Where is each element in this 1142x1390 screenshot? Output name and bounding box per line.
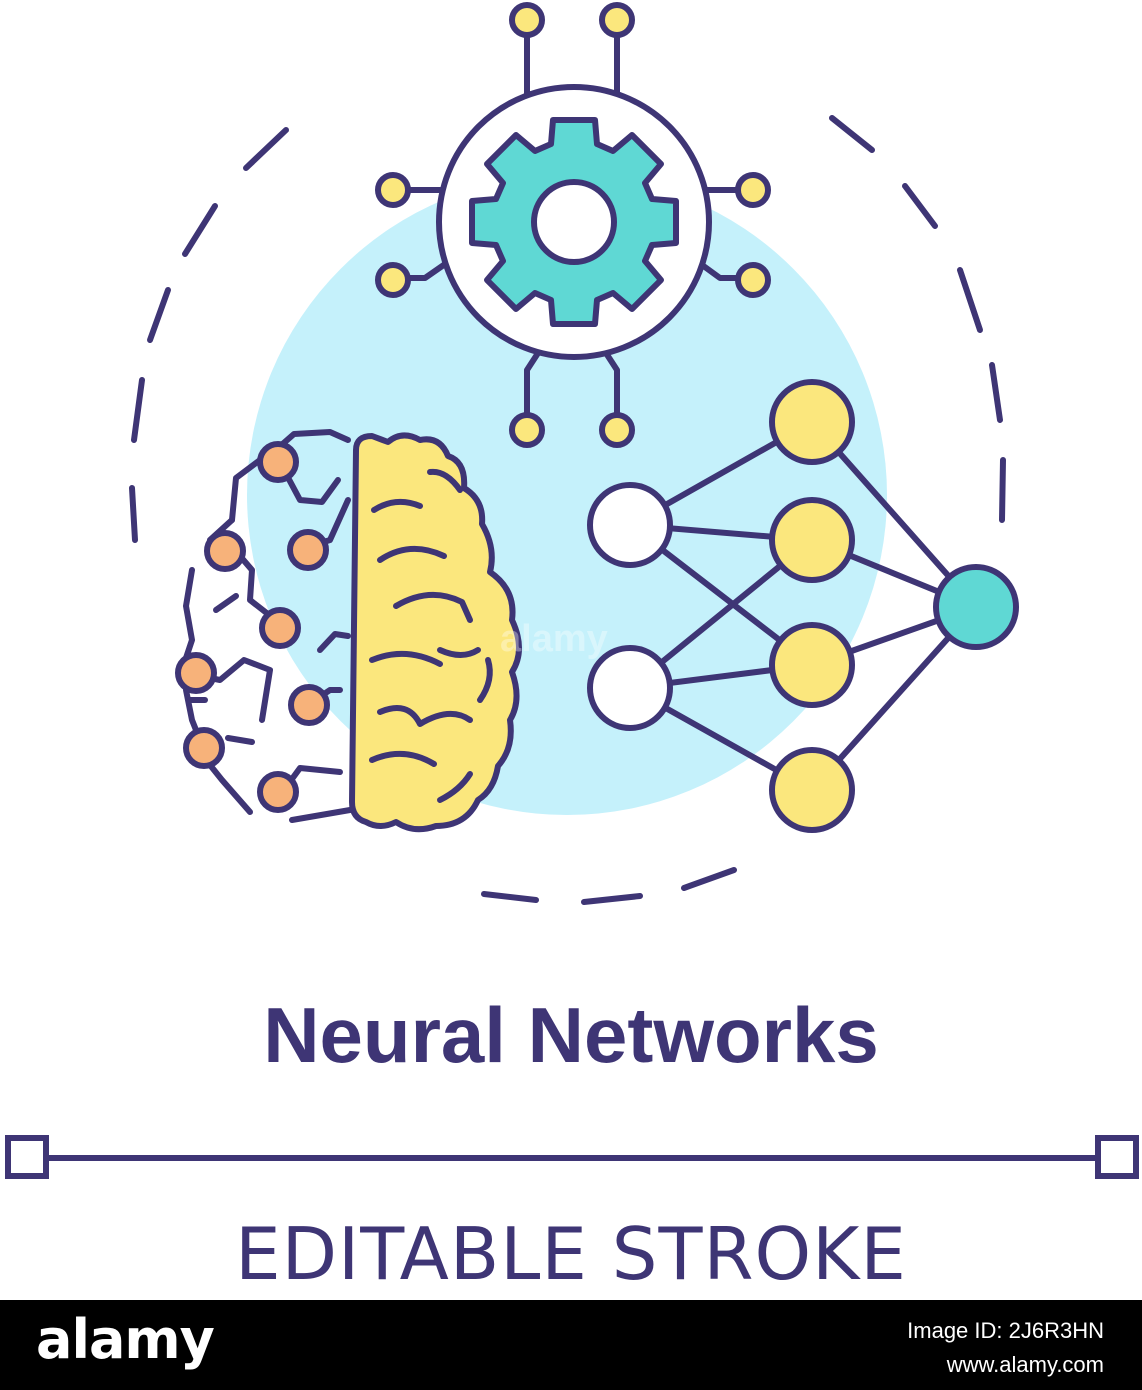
subtitle: EDITABLE STROKE (235, 1212, 907, 1296)
footer-bar: alamy Image ID: 2J6R3HN www.alamy.com (0, 1300, 1142, 1390)
image-meta: Image ID: 2J6R3HN www.alamy.com (907, 1314, 1104, 1382)
editable-stroke-divider (5, 1135, 1139, 1179)
page-title: Neural Networks (263, 991, 879, 1079)
neural-networks-illustration (5, 2, 1139, 1179)
brain-circuit-icon (175, 429, 522, 833)
watermark: alamy (500, 618, 608, 660)
dashed-ring (129, 115, 1006, 905)
image-id-label: Image ID: 2J6R3HN (907, 1318, 1104, 1343)
circuit-gear-icon (375, 2, 771, 448)
neural-network-graph-icon (587, 379, 1019, 833)
site-url[interactable]: www.alamy.com (946, 1352, 1104, 1377)
alamy-logo[interactable]: alamy (36, 1308, 215, 1371)
